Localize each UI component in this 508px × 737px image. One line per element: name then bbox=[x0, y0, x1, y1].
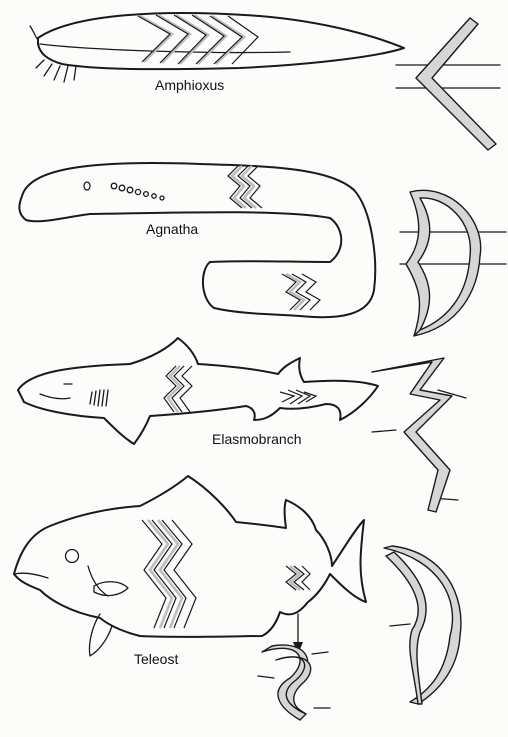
amphioxus-figure: Amphioxus bbox=[30, 13, 404, 93]
elasmobranch-label: Elasmobranch bbox=[212, 431, 302, 447]
amphioxus-myomere-detail bbox=[396, 18, 500, 150]
agnatha-label: Agnatha bbox=[146, 221, 198, 237]
agnatha-figure: Agnatha bbox=[19, 163, 375, 317]
teleost-eye bbox=[66, 550, 79, 563]
elasmobranch-myomeres bbox=[164, 366, 316, 412]
agnatha-gill-pores bbox=[84, 182, 164, 200]
elasmobranch-myomere-detail bbox=[372, 358, 466, 512]
teleost-figure: Teleost bbox=[14, 476, 366, 667]
teleost-label: Teleost bbox=[134, 651, 178, 667]
teleost-caudal-myomere-detail bbox=[258, 645, 330, 720]
teleost-myomeres bbox=[142, 520, 310, 628]
elasmobranch-figure: Elasmobranch bbox=[18, 338, 378, 447]
amphioxus-myomeres bbox=[138, 15, 258, 64]
teleost-myomere-detail bbox=[384, 546, 461, 704]
agnatha-myomere-detail bbox=[400, 190, 506, 336]
amphioxus-label: Amphioxus bbox=[155, 77, 224, 93]
agnatha-myomeres bbox=[228, 166, 320, 310]
amphioxus-cirri bbox=[36, 60, 76, 82]
elasmobranch-gill-slits bbox=[90, 390, 108, 406]
